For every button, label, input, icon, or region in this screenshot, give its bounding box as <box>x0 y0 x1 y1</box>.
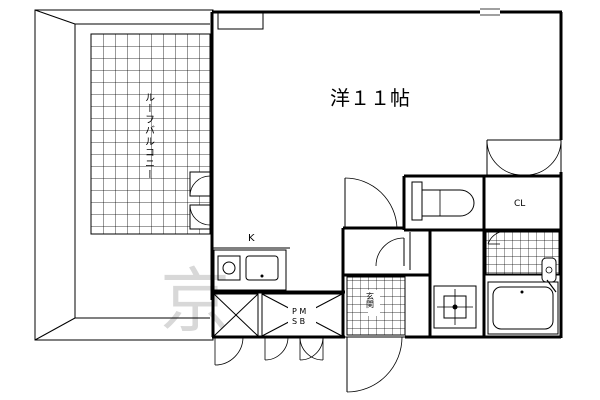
main-room-label: 洋１１帖 <box>330 86 410 110</box>
balcony-window-lower <box>189 204 211 230</box>
balcony-tile-area <box>90 33 211 235</box>
entrance: 玄関 <box>345 276 406 393</box>
watermark-text: 京 <box>160 260 230 342</box>
washroom <box>485 231 560 283</box>
inner-walls <box>212 174 561 337</box>
balcony-window-upper <box>189 171 211 197</box>
toilet-bowl <box>421 189 475 217</box>
balcony-corner-diag-top <box>34 9 76 25</box>
pipe-space-label-1: P M <box>292 307 306 316</box>
bathtub-outer <box>487 281 559 335</box>
entrance-label: 玄関 <box>366 291 375 309</box>
pipe-space-box <box>261 293 343 337</box>
top-window <box>217 12 264 30</box>
bathtub <box>487 279 559 335</box>
stove <box>217 255 241 281</box>
outer-walls <box>210 10 563 339</box>
bathtub-inner <box>492 286 554 330</box>
room-door <box>344 177 398 229</box>
kitchen-counter <box>213 249 287 291</box>
washing-machine <box>433 285 477 329</box>
hall-door <box>375 232 411 270</box>
roof-balcony: ルーフバルコニー <box>34 9 214 341</box>
storage-boxes: P M S B <box>213 293 343 337</box>
kitchen: K <box>213 233 287 291</box>
toilet-tank <box>411 181 423 221</box>
closet-doors <box>486 139 562 176</box>
washbasin <box>541 257 557 283</box>
balcony-label: ルーフバルコニー <box>143 92 155 180</box>
storage-box <box>213 293 259 337</box>
balcony-corner-diag-bottom <box>34 317 76 341</box>
closet-label: CL <box>514 199 525 209</box>
kitchen-label: K <box>248 233 255 244</box>
washer-body <box>433 285 477 329</box>
pipe-space-label-2: S B <box>292 317 305 326</box>
sink <box>245 255 279 281</box>
toilet-room <box>411 181 475 221</box>
storage-doors <box>214 336 324 366</box>
